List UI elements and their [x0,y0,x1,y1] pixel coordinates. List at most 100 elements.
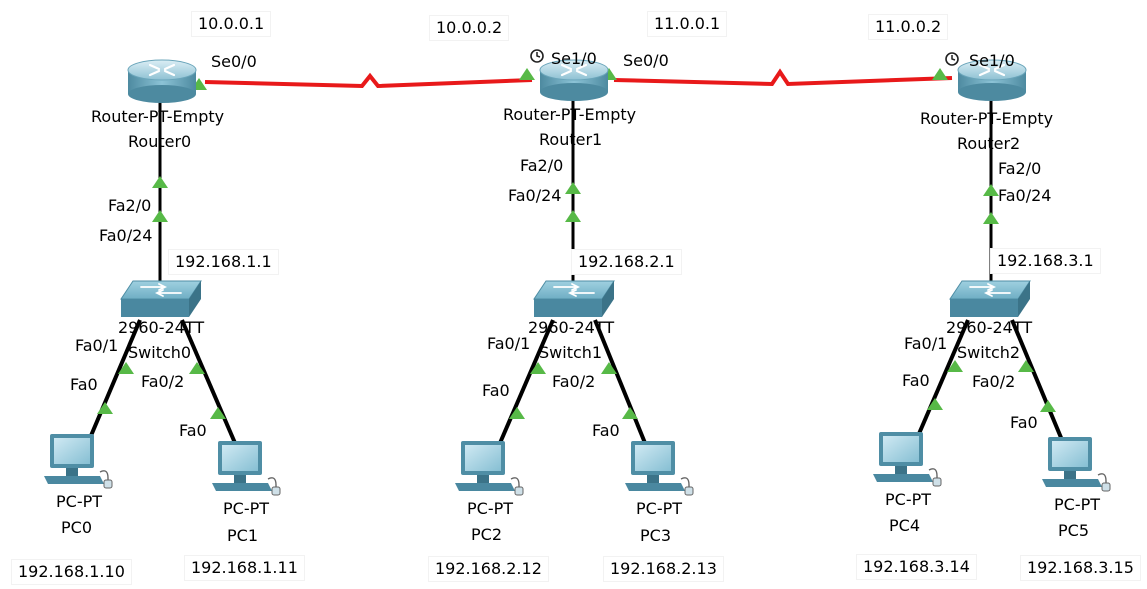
port-label-switch2-fa02: Fa0/2 [972,372,1016,391]
pc0-icon[interactable] [44,432,116,492]
port-label-router2-fa20: Fa2/0 [998,159,1042,178]
serial-link-r0-r1[interactable] [204,72,533,89]
pc4-name-label: PC4 [889,516,920,535]
port-up-icon [601,362,617,374]
port-label-switch2-fa01: Fa0/1 [904,334,948,353]
switch0-icon[interactable] [119,279,203,321]
port-label-pc1-fa0: Fa0 [179,421,207,440]
ip-note-router0-se00[interactable]: 10.0.0.1 [192,12,271,36]
port-up-icon [152,210,168,222]
pc3-model-label: PC-PT [636,499,683,518]
link-switch1-pc3[interactable] [593,319,647,444]
port-label-switch0-fa024: Fa0/24 [99,226,153,245]
ip-note-gateway-1[interactable]: 192.168.1.1 [169,250,278,274]
ip-note-gateway-3[interactable]: 192.168.3.1 [991,249,1100,273]
pc3-name-label: PC3 [640,526,671,545]
pc1-model-label: PC-PT [223,499,270,518]
switch1-name-label: Switch1 [539,343,603,362]
router1-name-label: Router1 [539,130,603,149]
port-up-icon [622,407,638,419]
port-label-router1-fa20: Fa2/0 [520,156,564,175]
ip-note-gateway-2[interactable]: 192.168.2.1 [572,250,681,274]
link-switch2-pc5[interactable] [1010,319,1064,441]
port-up-icon [509,407,525,419]
pc1-name-label: PC1 [227,526,258,545]
port-up-icon [189,362,205,374]
ip-note-pc4[interactable]: 192.168.3.14 [857,555,976,579]
ip-note-pc0[interactable]: 192.168.1.10 [12,560,131,584]
port-label-router0-se00: Se0/0 [211,52,257,71]
ip-note-router1-se10[interactable]: 10.0.0.2 [430,16,509,40]
port-label-switch1-fa024: Fa0/24 [508,186,562,205]
switch0-name-label: Switch0 [128,343,192,362]
link-switch0-pc1[interactable] [180,319,237,444]
router1-icon[interactable] [538,56,610,104]
pc5-model-label: PC-PT [1054,495,1101,514]
ip-note-pc2[interactable]: 192.168.2.12 [429,557,548,581]
port-up-icon [983,184,999,196]
pc0-model-label: PC-PT [56,492,103,511]
port-label-router2-se10: Se1/0 [969,51,1015,70]
port-label-pc5-fa0: Fa0 [1010,413,1038,432]
switch1-icon[interactable] [532,279,616,321]
port-label-pc2-fa0: Fa0 [482,381,510,400]
port-up-icon [932,68,948,80]
switch0-model-label: 2960-24TT [118,318,205,337]
port-up-icon [519,68,535,80]
pc2-model-label: PC-PT [467,499,514,518]
switch1-model-label: 2960-24TT [528,318,615,337]
ip-note-pc3[interactable]: 192.168.2.13 [604,557,723,581]
port-label-router0-fa20: Fa2/0 [108,196,152,215]
port-label-switch1-fa02: Fa0/2 [552,372,596,391]
switch2-icon[interactable] [948,279,1032,321]
router0-name-label: Router0 [128,132,192,151]
port-up-icon [927,398,943,410]
pc1-icon[interactable] [212,439,284,499]
pc4-icon[interactable] [873,430,945,490]
port-up-icon [118,362,134,374]
pc2-icon[interactable] [455,439,527,499]
pc4-model-label: PC-PT [885,490,932,509]
port-label-switch0-fa01: Fa0/1 [75,336,119,355]
link-switch0-pc0[interactable] [88,319,142,439]
port-up-icon [97,402,113,414]
serial-link-r1-r2[interactable] [613,68,953,87]
port-up-icon [1018,360,1034,372]
port-up-icon [530,362,546,374]
ip-note-pc5[interactable]: 192.168.3.15 [1021,556,1140,580]
port-up-icon [1040,400,1056,412]
router2-model-label: Router-PT-Empty [920,109,1054,128]
port-up-icon [565,182,581,194]
ip-note-router2-se10[interactable]: 11.0.0.2 [869,15,948,39]
router1-model-label: Router-PT-Empty [503,105,637,124]
port-label-switch1-fa01: Fa0/1 [487,334,531,353]
pc0-name-label: PC0 [61,518,92,537]
switch2-model-label: 2960-24TT [946,318,1033,337]
port-up-icon [565,210,581,222]
switch2-name-label: Switch2 [957,343,1021,362]
port-up-icon [983,212,999,224]
pc2-name-label: PC2 [471,525,502,544]
port-up-icon [152,176,168,188]
router2-name-label: Router2 [957,134,1021,153]
clock-icon [945,52,959,66]
pc3-icon[interactable] [625,439,697,499]
ip-note-router1-se00[interactable]: 11.0.0.1 [648,12,727,36]
port-up-icon [210,407,226,419]
port-label-router1-se10: Se1/0 [551,49,597,68]
port-label-switch0-fa02: Fa0/2 [141,372,185,391]
router0-model-label: Router-PT-Empty [91,107,225,126]
router0-icon[interactable] [126,56,198,106]
port-label-switch2-fa024: Fa0/24 [998,186,1052,205]
pc5-icon[interactable] [1042,435,1114,495]
ip-note-pc1[interactable]: 192.168.1.11 [185,556,304,580]
port-up-icon [947,360,963,372]
link-switch2-pc4[interactable] [916,319,970,437]
link-switch1-pc2[interactable] [498,319,555,444]
router2-icon[interactable] [956,56,1028,104]
port-label-router1-se00: Se0/0 [623,51,669,70]
port-label-pc3-fa0: Fa0 [592,421,620,440]
port-label-pc0-fa0: Fa0 [70,375,98,394]
